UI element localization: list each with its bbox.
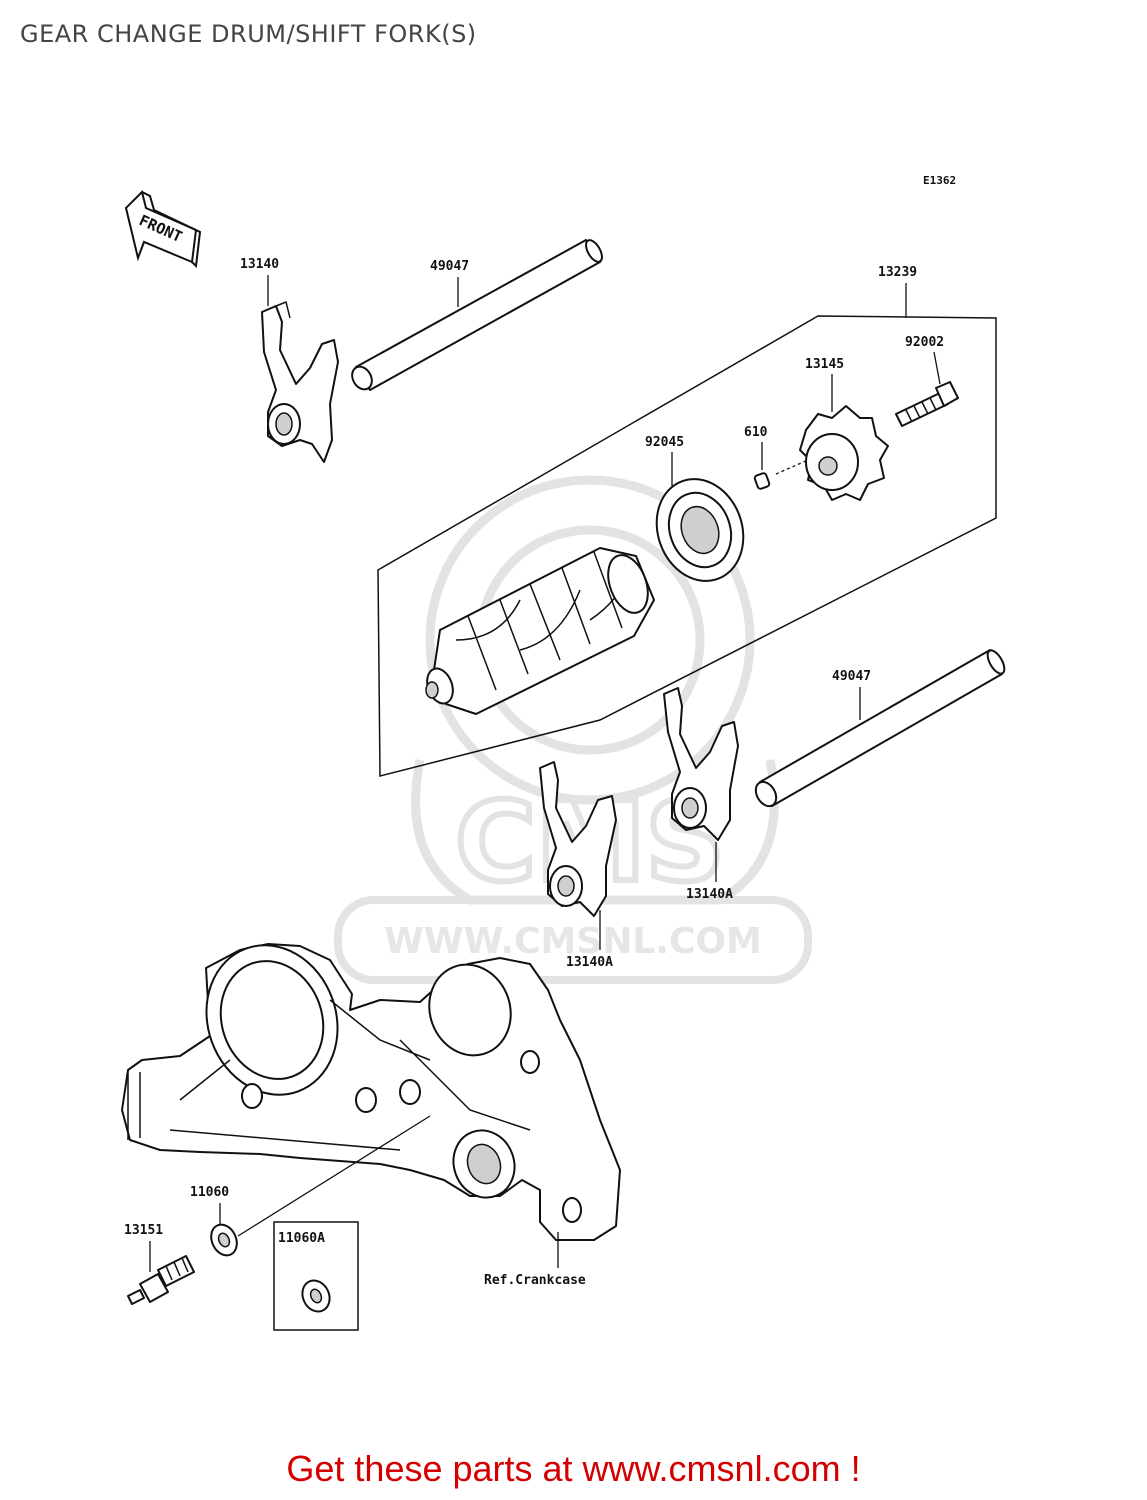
drum-assembly-bracket-13239 bbox=[377, 315, 997, 777]
label-92002: 92002 bbox=[905, 335, 944, 350]
label-13151: 13151 bbox=[124, 1223, 163, 1238]
promo-link[interactable]: Get these parts at www.cmsnl.com ! bbox=[286, 1448, 861, 1489]
shift-fork-13140 bbox=[261, 300, 339, 463]
shift-rod-49047-bottom bbox=[754, 649, 1006, 808]
front-arrow-icon: FRONT bbox=[124, 190, 202, 269]
label-13140: 13140 bbox=[240, 257, 279, 272]
exploded-parts-diagram: CMS WWW.CMSNL.COM E1362 FRONT 13140 4904… bbox=[121, 174, 1006, 1331]
shift-fork-13140A-left bbox=[539, 761, 617, 917]
label-610: 610 bbox=[744, 425, 768, 440]
label-13140A-left: 13140A bbox=[566, 955, 613, 970]
pin-610 bbox=[753, 472, 771, 490]
label-13239: 13239 bbox=[878, 265, 917, 280]
label-49047-top: 49047 bbox=[430, 259, 469, 274]
shift-fork-13140A-right bbox=[663, 687, 739, 841]
label-13140A-right: 13140A bbox=[686, 887, 733, 902]
diagram-code: E1362 bbox=[923, 174, 956, 187]
switch-13151 bbox=[127, 1255, 195, 1305]
bearing-92045 bbox=[655, 478, 745, 582]
shift-rod-49047-top bbox=[351, 239, 603, 391]
label-ref-crankcase: Ref.Crankcase bbox=[484, 1273, 586, 1288]
label-13145: 13145 bbox=[805, 357, 844, 372]
label-49047-bottom: 49047 bbox=[832, 669, 871, 684]
crankcase-reference bbox=[121, 943, 621, 1241]
gear-change-drum bbox=[425, 547, 655, 715]
watermark-url: WWW.CMSNL.COM bbox=[384, 921, 762, 962]
label-11060: 11060 bbox=[190, 1185, 229, 1200]
page-title: GEAR CHANGE DRUM/SHIFT FORK(S) bbox=[20, 20, 477, 48]
label-92045: 92045 bbox=[645, 435, 684, 450]
bolt-92002 bbox=[895, 381, 959, 427]
cam-plate-13145 bbox=[799, 405, 889, 501]
label-11060A: 11060A bbox=[278, 1231, 325, 1246]
washer-11060A-box bbox=[273, 1221, 359, 1331]
washer-11060 bbox=[210, 1223, 238, 1257]
